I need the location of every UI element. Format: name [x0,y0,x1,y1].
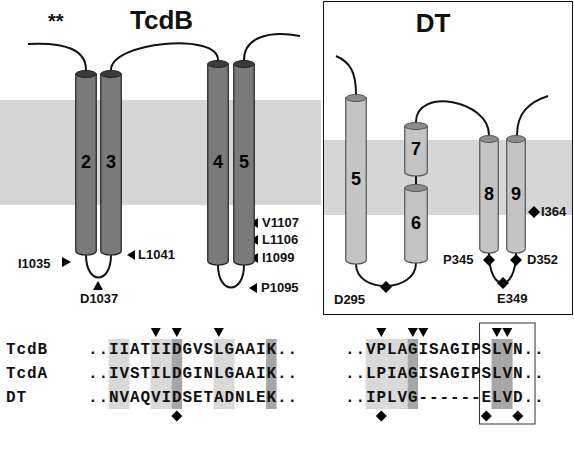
residue-label: L1041 [138,248,175,263]
helix-cap [208,61,229,68]
residue-pointer [172,328,182,337]
helix-body [208,64,229,265]
helix-cap [76,71,97,78]
terminus-mark: ** [48,10,64,33]
helix-body [101,74,122,255]
helix-cap [101,71,122,78]
residue-pointer [408,328,418,337]
residue-diamond [528,206,540,218]
row-name: TcdA [6,364,48,384]
residue-label: D1037 [80,292,118,307]
row-name: DT [6,388,27,408]
row-name: TcdB [6,340,48,360]
residue-pointer [62,257,71,267]
helix-cap [480,136,499,143]
terminal-tail [336,56,356,94]
helix-cylinder: 9 [506,135,526,253]
helix-number: 4 [213,152,223,173]
sequence-segment: ..IIATIIDGVSLGAAIK.. [88,340,298,360]
panel-title: DT [324,8,572,39]
helix-body [346,98,367,264]
sequence-segment: ..IVSTILDGINLGAAIK.. [88,364,298,384]
sequence-segment: ..NVAQVIDSETADNLEK.. [88,388,298,408]
loop-connector [415,176,417,184]
residue-pointer [214,328,224,337]
residue-label: I1035 [18,257,51,272]
residue-pointer [502,328,512,337]
terminal-tail [517,96,548,135]
membrane-band [0,100,321,205]
sequence-segment: ..IPLVG------ELVD.. [345,388,545,408]
helix-number: 6 [411,213,421,234]
loop-connector [218,265,244,288]
helix-number: 9 [511,184,521,205]
helix-cylinder: 3 [100,70,122,255]
residue-label: L1106 [262,233,298,248]
residue-label: D295 [334,293,365,308]
sequence-segment: ..VPLAGISAGIPSLVN.. [345,340,545,360]
helix-number: 7 [411,139,421,160]
helix-number: 3 [106,152,116,173]
residue-diamond [512,411,523,422]
residue-pointer [418,328,428,337]
protein-panel: DT 5 7 6 89 [323,1,573,315]
residue-diamond [171,411,182,422]
terminal-tail [28,44,86,70]
residue-pointer [151,328,161,337]
helix-cylinder: 5 [345,94,367,264]
helix-cap [234,61,255,68]
residue-label: V1107 [262,216,299,231]
sequence-segment: ..LPIAGISAGIPSLVN.. [345,364,545,384]
loop-connector [489,253,516,283]
residue-pointer [249,283,257,293]
residue-label: I364 [541,205,566,220]
residue-pointer [93,281,103,290]
residue-pointer [492,328,502,337]
helix-number: 5 [351,169,361,190]
helix-number: 2 [81,152,91,173]
helix-cylinder: 8 [479,135,499,253]
panel-title: TcdB [130,6,193,36]
helix-cylinder: 4 [207,60,229,265]
helix-cylinder: 5 [233,60,255,265]
loop-connector [356,263,416,286]
loop-connector [86,255,111,278]
helix-cylinder: 2 [75,70,97,255]
residue-pointer [127,250,135,260]
helix-cylinder: 6 [404,184,428,263]
helix-body [507,139,526,253]
helix-body [76,74,97,255]
residue-diamond [481,411,492,422]
helix-number: 5 [239,152,249,173]
helix-number: 8 [484,184,494,205]
residue-label: I1099 [262,251,295,266]
helix-body [405,188,428,263]
helix-cylinder: 7 [404,122,428,176]
terminal-tail [244,34,300,60]
residue-label: D352 [527,253,558,268]
helix-body [234,64,255,265]
residue-label: E349 [497,292,527,307]
helix-cap [405,123,428,130]
helix-cap [507,136,526,143]
helix-cap [405,185,428,192]
residue-pointer [376,328,386,337]
helix-cap [346,95,367,102]
residue-label: P345 [443,253,473,268]
helix-body [480,139,499,253]
residue-diamond [376,411,387,422]
loop-connector [111,43,218,70]
residue-label: P1095 [261,281,299,296]
helix-body [405,126,428,176]
